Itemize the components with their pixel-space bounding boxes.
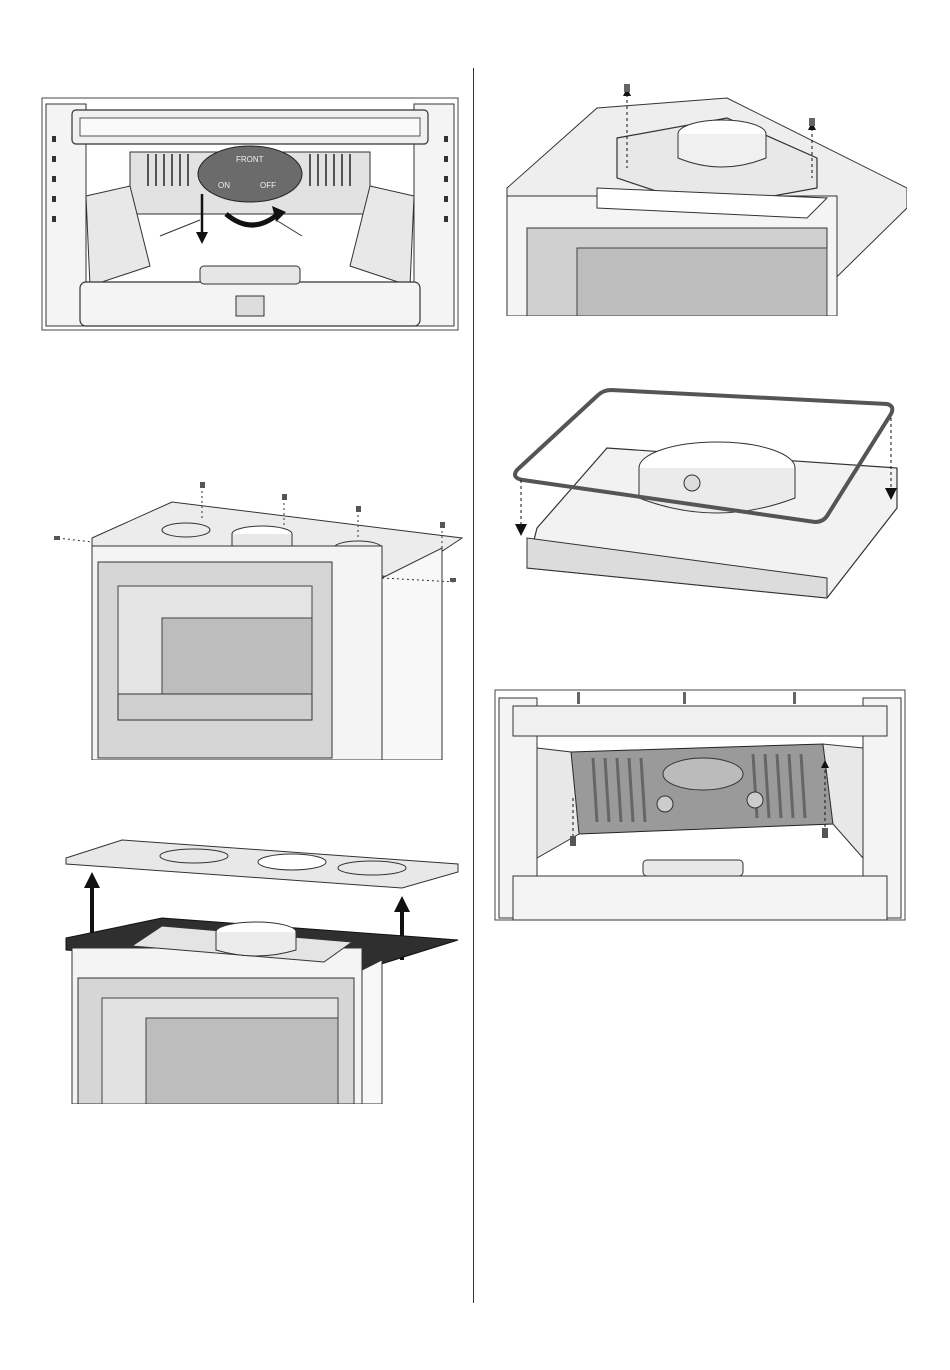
figure-flue-collar-removal — [497, 78, 907, 316]
figure-underside-screws — [493, 688, 907, 922]
damper-label-off: OFF — [260, 181, 276, 190]
figure-lift-top-plate — [62, 838, 462, 1104]
figure-top-plate-screws — [52, 478, 464, 760]
figure-damper-plate: FRONT OFF ON — [40, 96, 460, 332]
solid-arrow-up-icon — [84, 872, 100, 938]
dashed-arrow-down-icon — [515, 480, 527, 536]
damper-label-front: FRONT — [236, 155, 264, 164]
figure-gasket-seal — [507, 388, 905, 604]
damper-label-on: ON — [218, 181, 230, 190]
column-divider — [473, 68, 474, 1303]
